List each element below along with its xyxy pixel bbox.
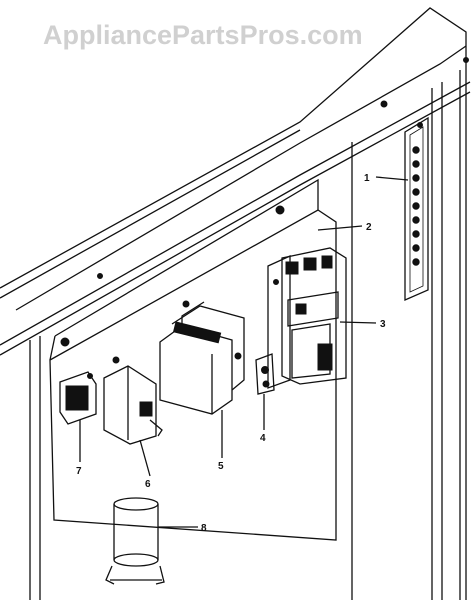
run-capacitor [105, 497, 165, 585]
contactor-relay [267, 247, 347, 389]
callout-1: 1 [364, 173, 370, 184]
callout-2: 2 [366, 222, 372, 233]
callout-leaders [79, 176, 409, 528]
module-block [59, 371, 97, 425]
terminal-block [255, 353, 275, 395]
callout-7: 7 [76, 466, 82, 477]
callout-6: 6 [145, 479, 151, 490]
watermark: AppliancePartsPros.com [43, 20, 363, 50]
callout-4: 4 [260, 433, 266, 444]
callout-3: 3 [380, 319, 386, 330]
callout-8: 8 [201, 523, 207, 534]
cabinet-housing [0, 7, 471, 600]
callout-5: 5 [218, 461, 224, 472]
transformer [159, 300, 245, 415]
defrost-control [103, 356, 163, 445]
mounting-panel [49, 178, 337, 541]
terminal-strip [404, 116, 429, 301]
